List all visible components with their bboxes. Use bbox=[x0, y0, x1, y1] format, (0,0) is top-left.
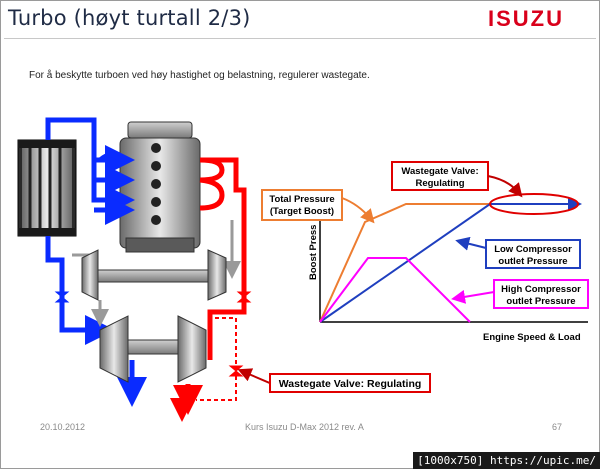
high-compressor-label-1: High Compressor bbox=[501, 284, 581, 295]
slide-title: Turbo (høyt turtall 2/3) bbox=[8, 6, 251, 30]
high-compressor-label-2: outlet Pressure bbox=[506, 296, 575, 307]
low-compressor-label-2: outlet Pressure bbox=[498, 256, 567, 267]
turbo-low-stage bbox=[99, 315, 207, 383]
turbo-high-stage bbox=[81, 249, 227, 301]
intercooler bbox=[17, 139, 77, 237]
graph-wastegate-label-2: Regulating bbox=[415, 178, 464, 189]
low-compressor-label-1: Low Compressor bbox=[494, 244, 572, 255]
high-compressor-line bbox=[319, 257, 471, 323]
wastegate-callout-arrow bbox=[237, 368, 273, 385]
graph-wastegate-label-1: Wastegate Valve: bbox=[401, 166, 478, 177]
high-compressor-callout: High Compressor outlet Pressure bbox=[451, 279, 589, 309]
boost-graph: Boost Press Engine Speed & Load Total Pr… bbox=[261, 161, 589, 343]
wastegate-callout: Wastegate Valve: Regulating bbox=[269, 373, 431, 393]
description-text: For å beskytte turboen ved høy hastighet… bbox=[29, 70, 370, 81]
footer-course: Kurs Isuzu D-Max 2012 rev. A bbox=[245, 422, 364, 432]
wastegate-callout-text: Wastegate Valve: Regulating bbox=[279, 378, 422, 390]
engine-block bbox=[119, 121, 201, 253]
footer-page-number: 67 bbox=[552, 422, 563, 432]
bypass-valve-blue bbox=[54, 291, 70, 303]
intake-flow bbox=[45, 117, 147, 407]
exhaust-flow bbox=[173, 157, 247, 415]
engine-schematic bbox=[17, 117, 273, 422]
total-pressure-callout: Total Pressure (Target Boost) bbox=[261, 189, 375, 224]
total-pressure-label-1: Total Pressure bbox=[269, 194, 334, 205]
x-axis-label: Engine Speed & Load bbox=[483, 332, 581, 343]
watermark: [1000x750] https://upic.me/ bbox=[413, 452, 600, 469]
total-pressure-label-2: (Target Boost) bbox=[270, 206, 334, 217]
footer-date: 20.10.2012 bbox=[40, 422, 86, 432]
isuzu-logo: ISUZU bbox=[488, 6, 564, 31]
title-divider bbox=[4, 38, 596, 39]
graph-wastegate-callout: Wastegate Valve: Regulating bbox=[391, 161, 523, 198]
low-compressor-callout: Low Compressor outlet Pressure bbox=[455, 236, 581, 269]
y-axis-label: Boost Press bbox=[308, 225, 319, 280]
wastegate-ellipse bbox=[489, 193, 579, 215]
bypass-valve-red bbox=[236, 291, 252, 303]
